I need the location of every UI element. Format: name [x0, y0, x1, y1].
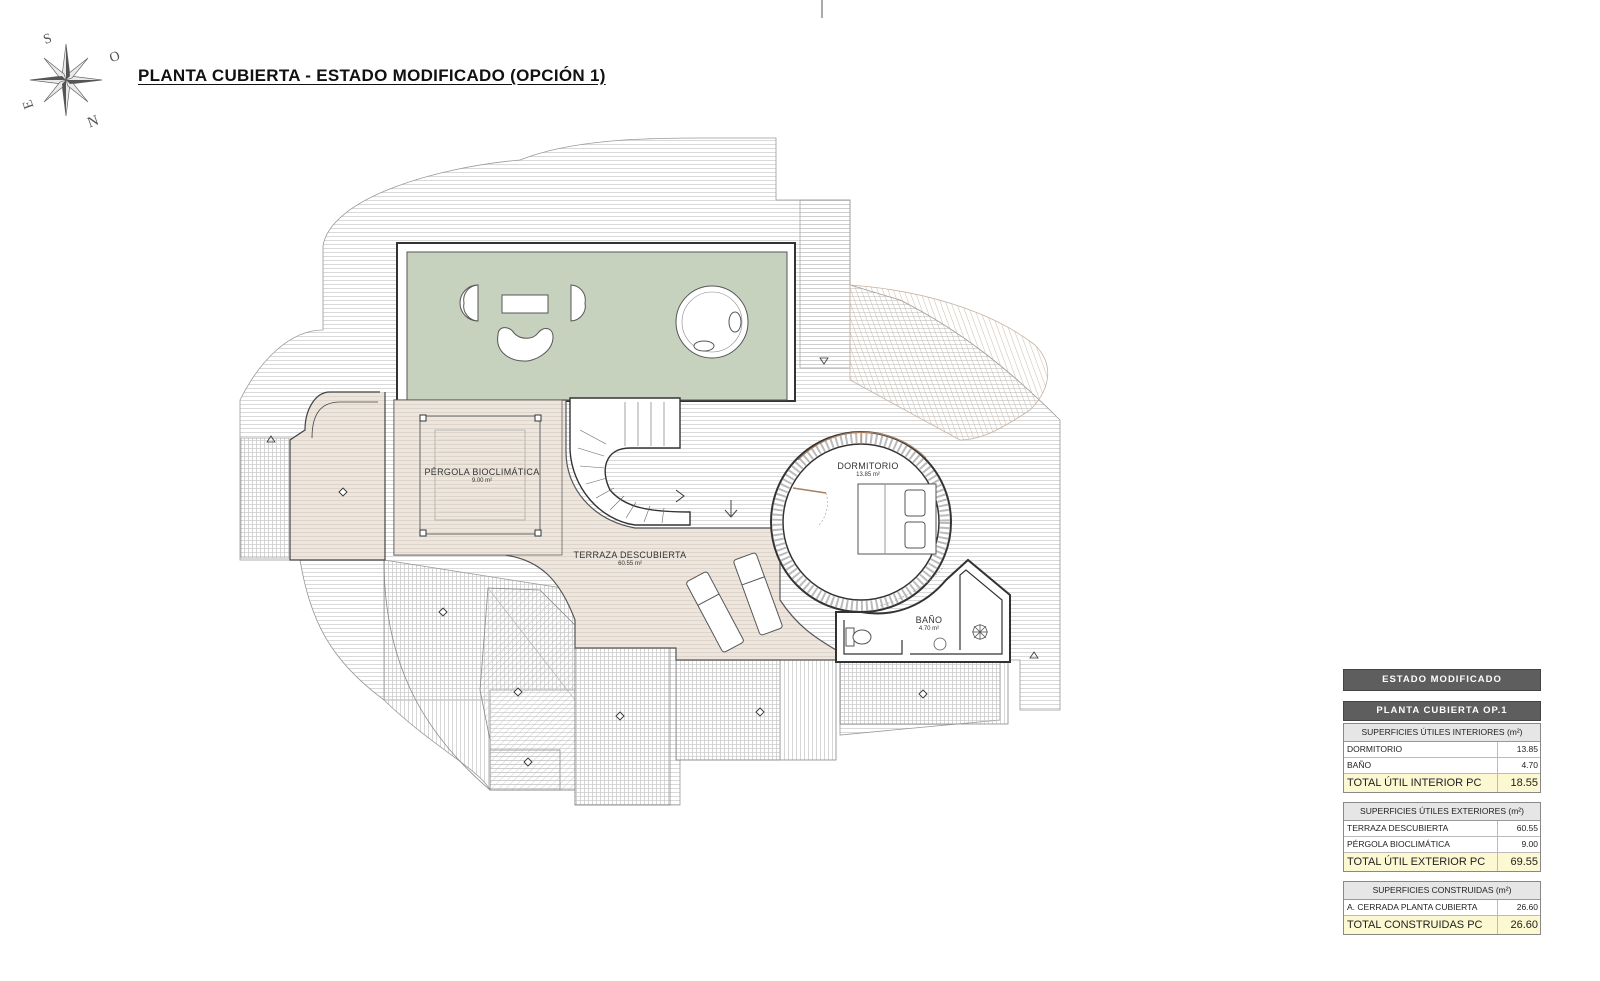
toilet-icon — [845, 627, 872, 647]
room-area: 4.70 m² — [918, 625, 940, 632]
level-marker-icon — [338, 487, 928, 767]
total-row: TOTAL ÚTIL INTERIOR PC 18.55 — [1344, 774, 1540, 792]
summary-header: ESTADO MODIFICADO — [1343, 669, 1541, 691]
room-label-bano: BAÑO 4.70 m² — [915, 615, 943, 632]
room-name: TERRAZA DESCUBIERTA — [573, 550, 687, 560]
sink-icon — [933, 637, 947, 651]
row-value: 60.55 — [1516, 823, 1538, 833]
room-name: BAÑO — [915, 615, 943, 625]
group-title: SUPERFICIES ÚTILES EXTERIORES (m²) — [1344, 803, 1540, 821]
bathroom-annex — [835, 558, 1011, 663]
sun-lounger-icon — [686, 552, 783, 653]
summary-subheader: PLANTA CUBIERTA OP.1 — [1343, 701, 1541, 721]
total-row: TOTAL ÚTIL EXTERIOR PC 69.55 — [1344, 853, 1540, 871]
compass-rose-icon — [29, 43, 103, 117]
total-label: TOTAL ÚTIL EXTERIOR PC — [1344, 853, 1498, 871]
spiral-staircase — [569, 397, 691, 526]
construidas-group: SUPERFICIES CONSTRUIDAS (m²) A. CERRADA … — [1343, 881, 1541, 935]
table-row: A. CERRADA PLANTA CUBIERTA 26.60 — [1344, 900, 1540, 916]
room-label-pergola: PÉRGOLA BIOCLIMÁTICA 9.00 m² — [424, 467, 540, 484]
table-row: BAÑO 4.70 — [1344, 758, 1540, 774]
room-area: 9.00 m² — [471, 477, 493, 484]
total-label: TOTAL ÚTIL INTERIOR PC — [1344, 774, 1498, 792]
row-label: A. CERRADA PLANTA CUBIERTA — [1344, 900, 1498, 915]
table-row: DORMITORIO 13.85 — [1344, 742, 1540, 758]
outdoor-furniture-icon — [459, 284, 749, 362]
total-value: 18.55 — [1510, 777, 1538, 789]
total-value: 69.55 — [1510, 856, 1538, 868]
table-row: TERRAZA DESCUBIERTA 60.55 — [1344, 821, 1540, 837]
group-title: SUPERFICIES CONSTRUIDAS (m²) — [1344, 882, 1540, 900]
group-title: SUPERFICIES ÚTILES INTERIORES (m²) — [1344, 724, 1540, 742]
row-value: 4.70 — [1521, 760, 1538, 770]
surface-summary-table: ESTADO MODIFICADO PLANTA CUBIERTA OP.1 S… — [1343, 669, 1541, 935]
room-label-terraza: TERRAZA DESCUBIERTA 60.55 m² — [573, 550, 687, 567]
exterior-group: SUPERFICIES ÚTILES EXTERIORES (m²) TERRA… — [1343, 802, 1541, 872]
interior-group: SUPERFICIES ÚTILES INTERIORES (m²) DORMI… — [1343, 723, 1541, 793]
room-area: 60.55 m² — [618, 560, 642, 567]
room-area: 13.85 m² — [856, 471, 880, 478]
row-label: DORMITORIO — [1344, 742, 1498, 757]
room-name: DORMITORIO — [837, 461, 899, 471]
total-row: TOTAL CONSTRUIDAS PC 26.60 — [1344, 916, 1540, 934]
page-title: PLANTA CUBIERTA - ESTADO MODIFICADO (OPC… — [138, 66, 606, 85]
shower-icon — [972, 624, 988, 640]
table-row: PÉRGOLA BIOCLIMÁTICA 9.00 — [1344, 837, 1540, 853]
row-value: 26.60 — [1516, 902, 1538, 912]
row-label: BAÑO — [1344, 758, 1498, 773]
room-name: PÉRGOLA BIOCLIMÁTICA — [424, 467, 540, 477]
row-value: 13.85 — [1516, 744, 1538, 754]
row-value: 9.00 — [1521, 839, 1538, 849]
row-label: PÉRGOLA BIOCLIMÁTICA — [1344, 837, 1498, 852]
green-roof-area — [406, 251, 788, 401]
total-label: TOTAL CONSTRUIDAS PC — [1344, 916, 1498, 934]
total-value: 26.60 — [1510, 919, 1538, 931]
row-label: TERRAZA DESCUBIERTA — [1344, 821, 1498, 836]
room-label-dormitorio: DORMITORIO 13.85 m² — [837, 461, 899, 478]
bed-icon — [857, 483, 937, 555]
